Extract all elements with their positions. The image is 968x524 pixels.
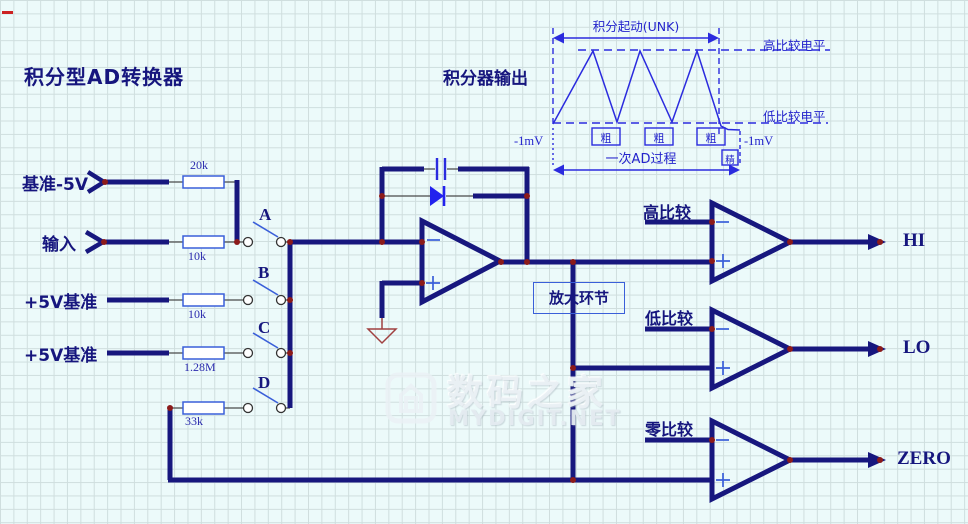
- input-label-ref-neg5v: 基准-5V: [22, 175, 89, 195]
- coarse-phase-label: 粗: [653, 132, 665, 145]
- switch-label-a: A: [259, 205, 272, 224]
- coarse-box: [644, 127, 674, 146]
- switch-label-b: B: [258, 263, 270, 282]
- switch-label-d: D: [258, 373, 271, 392]
- fine-phase-label: 精: [725, 155, 735, 166]
- coarse-box: [696, 127, 726, 146]
- resistor-10k-a: [182, 235, 225, 249]
- diode-icon: [430, 186, 446, 206]
- resistor-value-1-28m: 1.28M: [184, 360, 216, 374]
- integrator-waveform: [552, 48, 741, 131]
- switch-contacts: [242, 236, 287, 414]
- mydigit-logo-icon: [385, 372, 437, 424]
- resistor-1-28m: [182, 346, 225, 360]
- input-arrow-icon: [84, 230, 108, 254]
- resistor-value-20k: 20k: [190, 158, 208, 172]
- comparator-high: [709, 198, 796, 286]
- output-hi-label: HI: [903, 230, 926, 251]
- waveform-inset: [552, 28, 830, 176]
- input-label-5vref-c: +5V基准: [24, 346, 98, 366]
- resistor-value-33k: 33k: [185, 414, 203, 428]
- resistor-value-10k-a: 10k: [188, 249, 206, 263]
- switch-blades: [252, 221, 279, 404]
- neg1mv-right-label: -1mV: [744, 134, 774, 148]
- neg1mv-left-label: -1mV: [514, 134, 544, 148]
- coarse-box: [591, 127, 621, 146]
- red-mark: [2, 11, 13, 14]
- opamp-integrator: [419, 216, 506, 307]
- output-zero-label: ZERO: [897, 448, 951, 469]
- output-lo-label: LO: [903, 337, 931, 358]
- junction-dots: [101, 179, 883, 483]
- watermark-cn: 数码之家: [447, 373, 608, 414]
- input-arrow-icon: [86, 170, 109, 194]
- ad-process-label: 一次AD过程: [605, 152, 677, 167]
- fine-box: [721, 149, 739, 166]
- high-level-label: 高比较电平: [763, 38, 826, 53]
- coarse-phase-label: 粗: [600, 132, 612, 145]
- comparator-zero: [709, 416, 796, 504]
- resistor-10k-b: [182, 293, 225, 307]
- resistor-value-10k-b: 10k: [188, 307, 206, 321]
- integration-start-label: 积分起动(UNK): [592, 19, 680, 34]
- wire-bottom-loop: [167, 406, 712, 483]
- zero-compare-label: 零比较: [645, 420, 694, 439]
- diagram-title: 积分型AD转换器: [24, 65, 185, 89]
- amplifier-stage-box: 放大环节: [533, 282, 625, 314]
- wires: [103, 166, 872, 483]
- integrator-output-label: 积分器输出: [443, 69, 528, 89]
- low-level-label: 低比较电平: [763, 109, 826, 124]
- coarse-phase-label: 粗: [705, 132, 717, 145]
- capacitor-icon: [435, 158, 447, 180]
- watermark-en: MYDIGIT.NET: [448, 406, 622, 430]
- resistor-20k: [182, 175, 225, 189]
- comparator-low: [709, 305, 796, 393]
- pin-polarity-marks: [426, 221, 730, 487]
- low-compare-label: 低比较: [645, 309, 694, 328]
- input-label-signal: 输入: [42, 235, 76, 255]
- input-label-5vref-b: +5V基准: [24, 293, 98, 313]
- resistor-33k: [182, 401, 225, 415]
- ground-icon: [366, 318, 398, 345]
- wire-noninv-ground: [379, 280, 422, 318]
- high-compare-label: 高比较: [643, 203, 692, 222]
- switch-label-c: C: [258, 318, 271, 337]
